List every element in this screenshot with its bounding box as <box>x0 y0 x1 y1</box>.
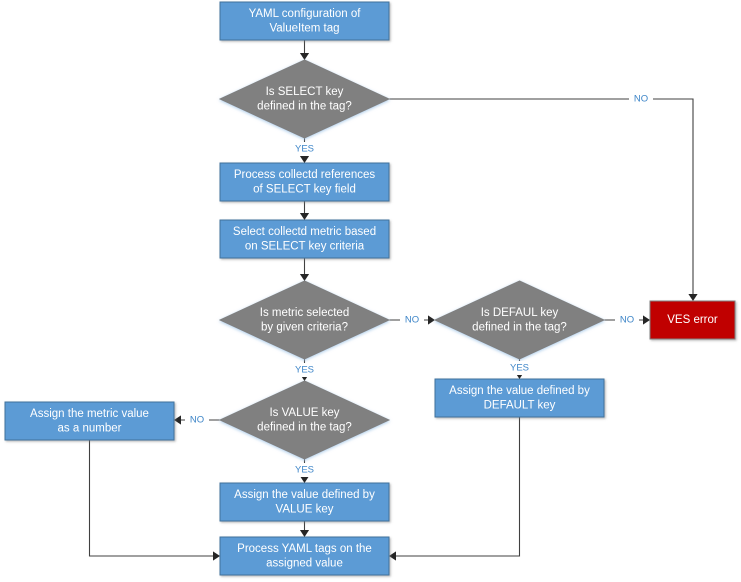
arrow-head-icon <box>299 53 310 60</box>
error-shape <box>649 300 736 340</box>
arrow-head-icon <box>299 274 310 281</box>
edge-label-metric-yes-to-value: YES <box>295 365 314 376</box>
edge-select-metric-to-decision <box>299 258 310 281</box>
edge-yaml-to-select <box>299 40 310 60</box>
process-shape <box>219 1 390 41</box>
decision-shape <box>218 280 391 360</box>
process-shape <box>4 401 175 441</box>
edges-layer <box>88 40 698 561</box>
edge-label-value-yes-to-assign: YES <box>295 465 314 476</box>
edge-label-defaul-no-to-error: NO <box>620 315 634 326</box>
arrow-head-icon <box>174 415 181 425</box>
edge-label-backdrop <box>400 313 424 327</box>
edge-default-to-process-yaml <box>389 417 521 561</box>
process-shape <box>219 536 390 576</box>
arrow-head-icon <box>643 315 650 325</box>
arrow-head-icon <box>299 476 310 483</box>
arrow-head-icon <box>299 530 310 537</box>
edge-line <box>88 440 214 557</box>
process-shape <box>219 482 390 522</box>
edge-process-to-select-metric <box>299 201 310 220</box>
arrow-head-icon <box>213 551 220 561</box>
edge-label-select-yes-to-process: YES <box>295 144 314 155</box>
edge-label-backdrop <box>615 313 639 327</box>
edge-label-backdrop <box>629 92 653 106</box>
arrow-head-icon <box>299 213 310 220</box>
edge-label-backdrop <box>292 142 317 156</box>
edge-label-metric-no-to-defaul: NO <box>405 315 419 326</box>
process-shape <box>219 162 390 202</box>
edge-labels-layer: NO YES NO NO YES YES NO YES <box>185 92 653 477</box>
edge-label-backdrop <box>292 363 317 377</box>
arrow-head-icon <box>299 156 310 163</box>
decision-shape <box>218 380 391 460</box>
edge-label-select-no-to-error: NO <box>634 94 648 105</box>
edge-label-backdrop <box>292 463 317 477</box>
node-ves-error[interactable]: VES error <box>649 300 736 340</box>
arrow-head-icon <box>688 294 698 301</box>
edge-line <box>395 417 521 557</box>
edge-line <box>389 98 694 295</box>
edge-assign-value-to-process-yaml <box>299 521 310 537</box>
edge-label-value-no-to-number: NO <box>190 415 204 426</box>
node-label: VES error <box>667 314 718 326</box>
decision-shape <box>433 280 606 360</box>
edge-label-backdrop <box>507 361 532 375</box>
edge-select-no-to-error <box>389 98 698 301</box>
decision-shape <box>218 59 391 139</box>
edge-label-defaul-yes-to-assign: YES <box>510 363 529 374</box>
arrow-head-icon <box>428 315 435 325</box>
process-shape <box>434 378 605 418</box>
edge-number-to-process-yaml <box>88 440 220 561</box>
process-shape <box>219 219 390 259</box>
edge-label-backdrop <box>185 413 209 427</box>
arrow-head-icon <box>389 551 396 561</box>
